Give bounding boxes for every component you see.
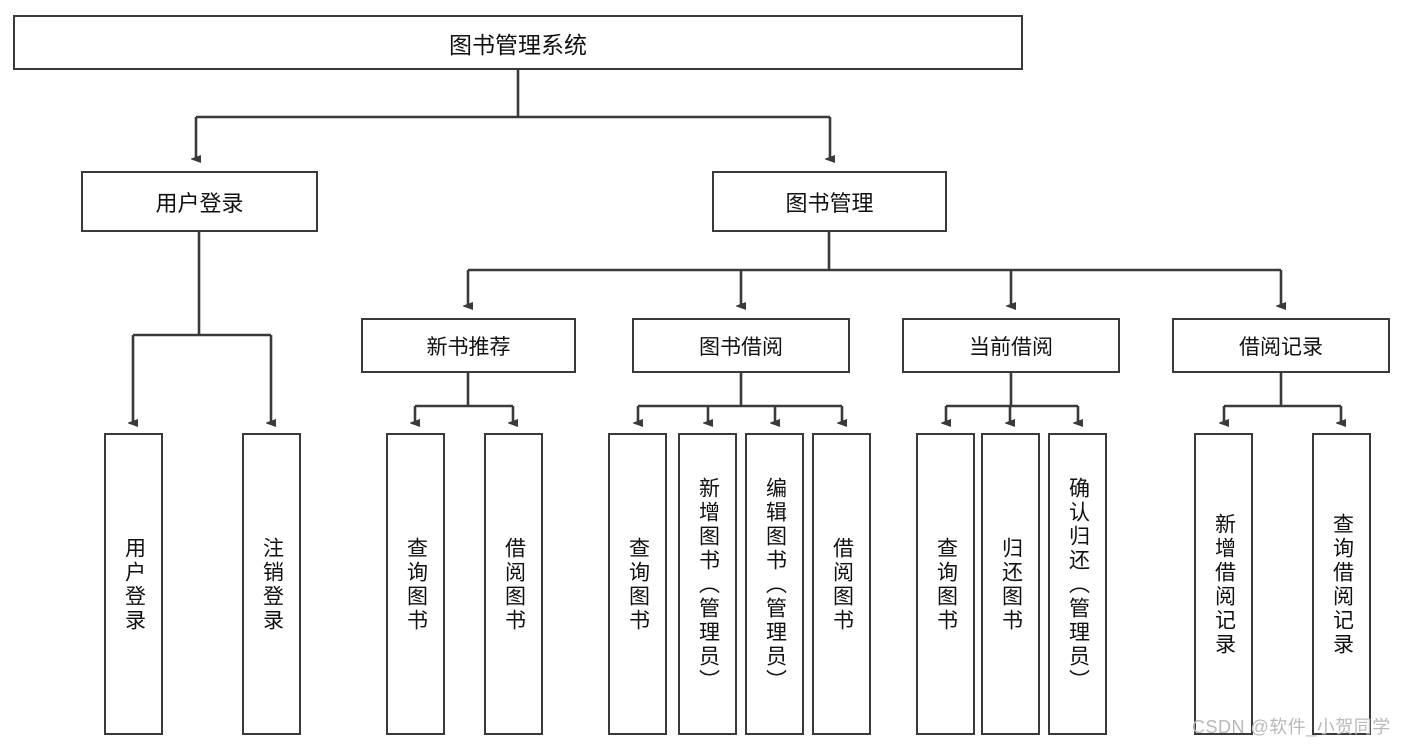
leaf-user-login-login[interactable]: 用户登录	[104, 433, 163, 735]
leaf-new-book-borrow[interactable]: 借阅图书	[484, 433, 543, 735]
node-label: 用户登录	[155, 190, 244, 216]
node-label: 确认归还（管理员）	[1066, 477, 1090, 693]
node-user-login[interactable]: 用户登录	[81, 171, 318, 232]
leaf-current-confirm-return-admin[interactable]: 确认归还（管理员）	[1048, 433, 1107, 735]
node-label: 新增借阅记录	[1212, 513, 1236, 657]
node-label: 借阅图书	[502, 537, 526, 633]
node-label: 新书推荐	[426, 335, 511, 359]
node-label: 新增图书（管理员）	[696, 477, 720, 693]
leaf-record-query-record[interactable]: 查询借阅记录	[1312, 433, 1371, 735]
node-label: 查询图书	[626, 537, 650, 633]
node-label: 图书管理	[785, 190, 874, 216]
leaf-borrow-borrow-book[interactable]: 借阅图书	[812, 433, 871, 735]
leaf-current-return-book[interactable]: 归还图书	[981, 433, 1040, 735]
node-label: 编辑图书（管理员）	[763, 477, 787, 693]
node-current-borrow[interactable]: 当前借阅	[902, 318, 1120, 373]
leaf-user-login-logout[interactable]: 注销登录	[242, 433, 301, 735]
leaf-borrow-edit-book-admin[interactable]: 编辑图书（管理员）	[745, 433, 804, 735]
node-label: 借阅记录	[1239, 335, 1323, 359]
leaf-record-add-record[interactable]: 新增借阅记录	[1194, 433, 1253, 735]
node-label: 图书借阅	[699, 335, 783, 359]
node-label: 用户登录	[122, 537, 146, 633]
node-borrow-record[interactable]: 借阅记录	[1172, 318, 1390, 373]
leaf-borrow-add-book-admin[interactable]: 新增图书（管理员）	[678, 433, 737, 735]
node-book-management[interactable]: 图书管理	[712, 171, 947, 232]
node-book-borrow[interactable]: 图书借阅	[632, 318, 850, 373]
leaf-borrow-query-book[interactable]: 查询图书	[608, 433, 667, 735]
node-label: 查询图书	[404, 537, 428, 633]
node-root-system[interactable]: 图书管理系统	[13, 15, 1023, 70]
node-label: 查询图书	[934, 537, 958, 633]
node-label: 注销登录	[260, 537, 284, 633]
node-label: 归还图书	[999, 537, 1023, 633]
node-label: 当前借阅	[969, 335, 1053, 359]
node-label: 图书管理系统	[449, 31, 587, 58]
node-new-book-recommend[interactable]: 新书推荐	[361, 318, 576, 373]
node-label: 借阅图书	[830, 537, 854, 633]
node-label: 查询借阅记录	[1330, 513, 1354, 657]
leaf-new-book-query[interactable]: 查询图书	[386, 433, 445, 735]
leaf-current-query-book[interactable]: 查询图书	[916, 433, 975, 735]
